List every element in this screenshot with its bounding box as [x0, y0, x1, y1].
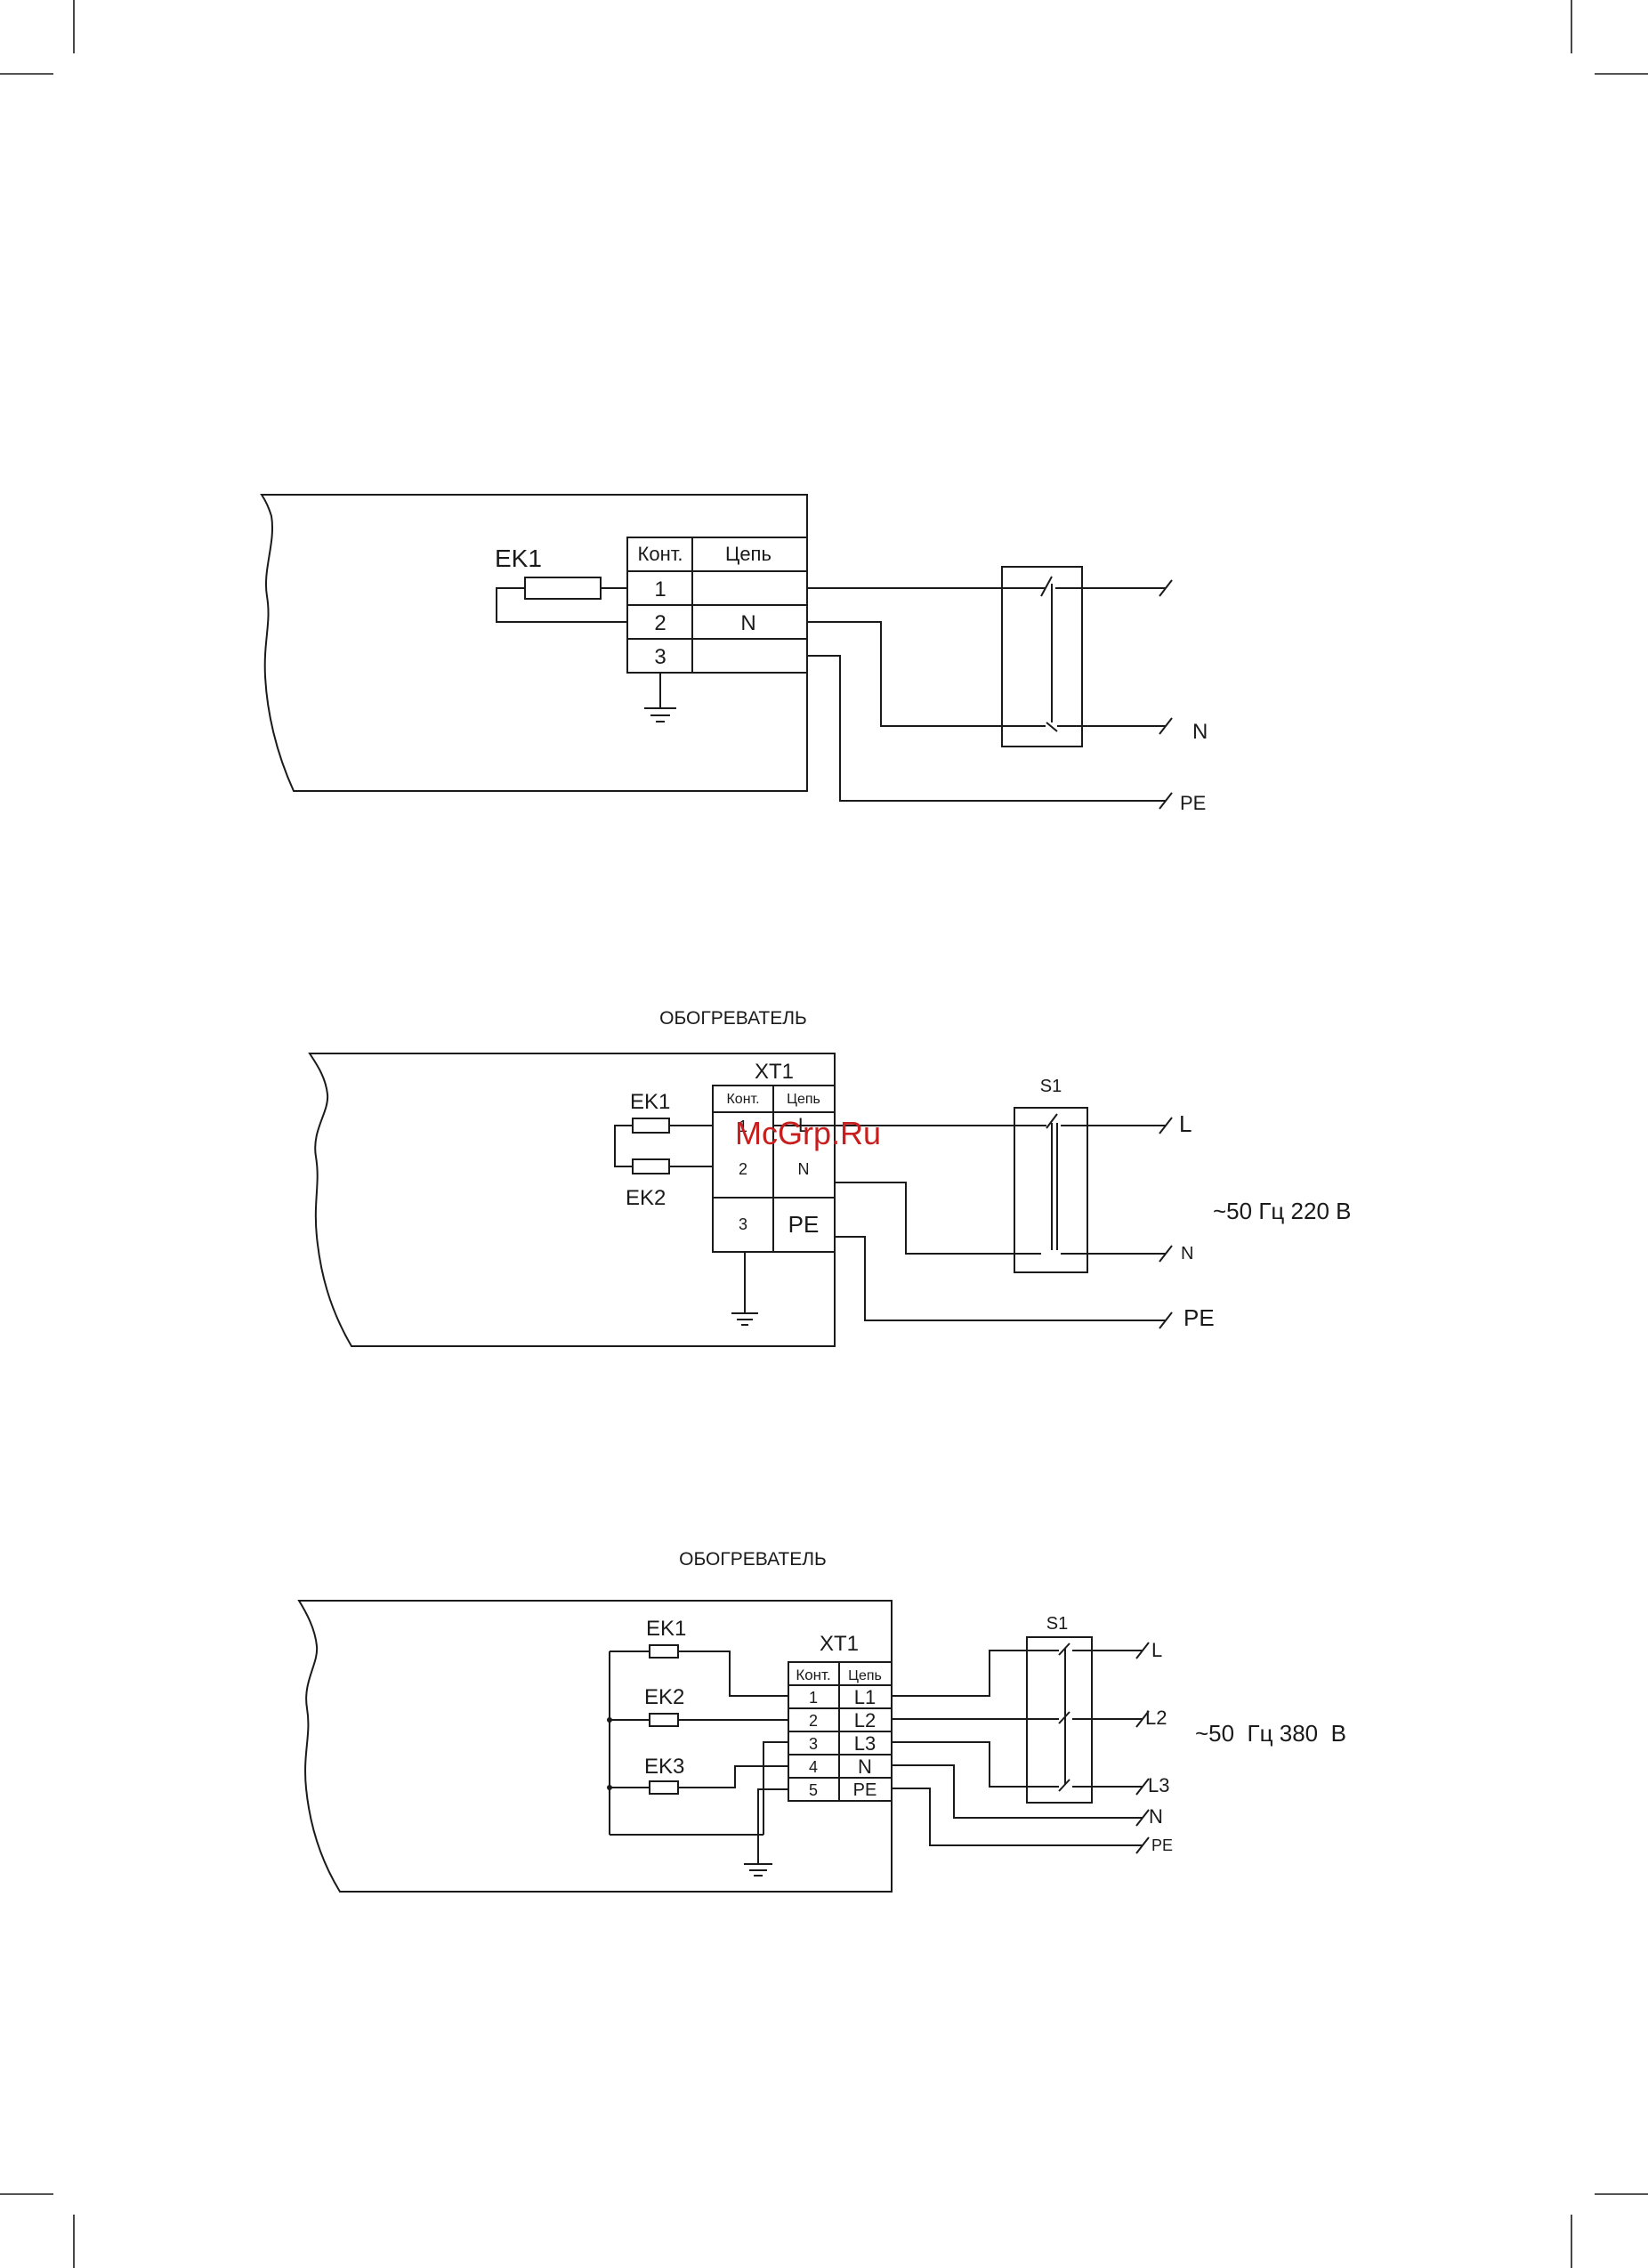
junction-dot	[607, 1717, 612, 1723]
switch-1	[1002, 567, 1166, 747]
terminals-1: N PE	[1159, 580, 1208, 814]
row1-contact: 1	[654, 577, 666, 601]
header-contact-3: Конт.	[796, 1667, 830, 1683]
terminal-l-label-2: L	[1179, 1110, 1192, 1137]
switch-2	[1014, 1108, 1166, 1272]
xt1-label-2: XT1	[755, 1060, 794, 1084]
heater-housing-1	[262, 495, 807, 791]
s1-label-2: S1	[1040, 1077, 1062, 1096]
row5-circuit-3: PE	[853, 1780, 877, 1800]
ek3-label-3: EK3	[644, 1755, 684, 1779]
terminal-n-label-1: N	[1192, 720, 1208, 744]
terminal-pe-label-1: PE	[1180, 792, 1206, 814]
row2-contact-2: 2	[739, 1160, 747, 1178]
ground-symbol-2	[731, 1252, 758, 1325]
row2-contact-3: 2	[809, 1712, 818, 1730]
terminal-table-1: Конт. Цепь 1 2 N 3	[627, 537, 807, 673]
ek1-label-2: EK1	[630, 1090, 670, 1114]
terminal-table-2: Конт. Цепь 1 L 2 N 3 PE	[713, 1086, 835, 1252]
resistor-ek2-3	[650, 1714, 678, 1726]
resistor-ek1-2	[633, 1118, 669, 1133]
ground-symbol-1	[644, 673, 676, 722]
terminal-l2-label-3: L2	[1145, 1707, 1167, 1729]
header-circuit: Цепь	[725, 543, 771, 565]
row3-circuit-3: L3	[854, 1732, 876, 1755]
row1-circuit-3: L1	[854, 1686, 876, 1708]
row3-contact-3: 3	[809, 1735, 818, 1753]
resistor-ek1	[525, 577, 601, 599]
diagram-1: EK1 Конт. Цепь 1 2 N 3	[262, 495, 1208, 814]
diagram2-title: ОБОГРЕВАТЕЛЬ	[659, 1008, 807, 1029]
resistor-ek1-3	[650, 1645, 678, 1658]
terminal-n-label-3: N	[1149, 1805, 1163, 1828]
row2-circuit: N	[740, 611, 755, 635]
ek1-label: EK1	[495, 545, 542, 572]
supply-label-3: ~50 Гц 380 В	[1195, 1720, 1346, 1747]
ground-symbol-3	[744, 1789, 788, 1876]
terminal-l3-label-3: L3	[1148, 1774, 1169, 1796]
diagram3-title: ОБОГРЕВАТЕЛЬ	[679, 1549, 827, 1570]
ek1-label-3: EK1	[646, 1617, 686, 1641]
s1-label-3: S1	[1046, 1614, 1068, 1634]
ek2-label-3: EK2	[644, 1685, 684, 1709]
terminal-pe-label-3: PE	[1151, 1836, 1173, 1854]
supply-label-2: ~50 Гц 220 В	[1213, 1198, 1351, 1224]
terminals-2: L N PE ~50 Гц 220 В	[1159, 1110, 1351, 1331]
row2-circuit-3: L2	[854, 1709, 876, 1731]
diagram-2: ОБОГРЕВАТЕЛЬ XT1 EK1 EK2 Конт. Цепь 1 L …	[310, 1008, 1351, 1346]
row4-contact-3: 4	[809, 1758, 818, 1776]
row4-circuit-3: N	[858, 1755, 872, 1778]
row2-circuit-2: N	[798, 1160, 810, 1178]
resistor-ek2-2	[633, 1159, 669, 1174]
row3-contact-2: 3	[739, 1215, 747, 1233]
header-circuit-2: Цепь	[787, 1092, 820, 1107]
terminal-n-label-2: N	[1181, 1244, 1193, 1263]
watermark: McGrp.Ru	[735, 1115, 881, 1151]
row1-contact-3: 1	[809, 1689, 818, 1707]
ek2-label-2: EK2	[626, 1186, 666, 1210]
row5-contact-3: 5	[809, 1781, 818, 1799]
header-contact-2: Конт.	[726, 1092, 759, 1107]
row3-circuit-2: PE	[788, 1211, 820, 1238]
diagram-3: ОБОГРЕВАТЕЛЬ XT1 EK1 EK2 EK3 Конт.	[299, 1549, 1346, 1892]
terminal-l-label-3: L	[1151, 1639, 1162, 1661]
resistor-ek3-3	[650, 1781, 678, 1794]
header-contact: Конт.	[638, 543, 683, 565]
terminals-3: L L2 L3 N PE ~50 Гц 380 В	[1136, 1639, 1346, 1854]
heater-housing-3	[299, 1601, 892, 1892]
terminal-table-3: Конт. Цепь 1 L1 2 L2 3 L3 4 N 5 PE	[788, 1662, 892, 1801]
row3-contact: 3	[654, 645, 666, 669]
header-circuit-3: Цепь	[848, 1668, 882, 1683]
row2-contact: 2	[654, 611, 666, 635]
xt1-label-3: XT1	[820, 1632, 859, 1656]
junction-dot	[607, 1785, 612, 1790]
terminal-pe-label-2: PE	[1183, 1304, 1215, 1331]
